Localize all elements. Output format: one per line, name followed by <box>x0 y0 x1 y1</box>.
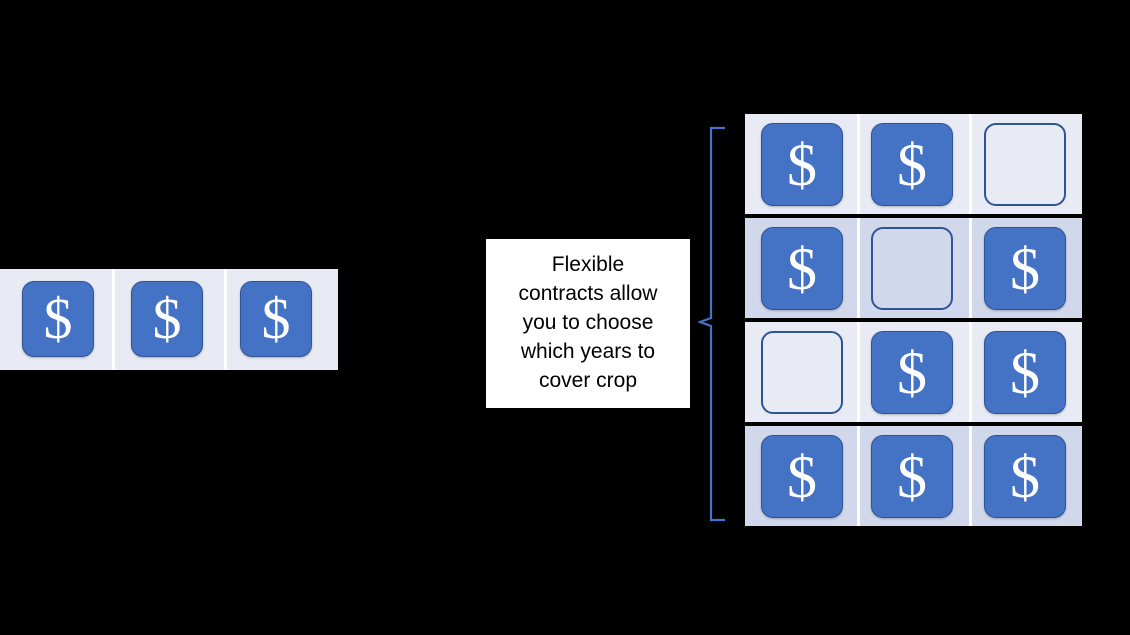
dollar-icon: $ <box>787 235 817 302</box>
payment-tile[interactable]: $ <box>22 281 94 357</box>
column-divider <box>969 218 972 318</box>
payment-tile[interactable]: $ <box>761 435 843 518</box>
payment-tile[interactable]: $ <box>871 123 953 206</box>
column-divider <box>969 322 972 422</box>
callout-text: Flexible contracts allow you to choose w… <box>518 253 658 392</box>
column-divider <box>857 426 860 526</box>
column-divider <box>857 114 860 214</box>
payment-tile[interactable]: $ <box>131 281 203 357</box>
payment-tile[interactable]: $ <box>761 123 843 206</box>
empty-tile[interactable] <box>871 227 953 310</box>
column-divider <box>857 322 860 422</box>
dollar-icon: $ <box>897 443 927 510</box>
callout-box: Flexible contracts allow you to choose w… <box>485 238 691 409</box>
dollar-icon: $ <box>787 443 817 510</box>
column-divider <box>969 426 972 526</box>
dollar-icon: $ <box>43 286 73 351</box>
empty-tile[interactable] <box>984 123 1066 206</box>
column-divider <box>857 218 860 318</box>
bracket-path <box>698 126 725 522</box>
column-divider <box>224 269 227 370</box>
grid-row: $ $ <box>745 216 1082 320</box>
payment-tile[interactable]: $ <box>871 435 953 518</box>
payment-tile[interactable]: $ <box>761 227 843 310</box>
column-divider <box>969 114 972 214</box>
flexible-contract-grid: $ $ $ $ <box>745 112 1082 530</box>
payment-tile[interactable]: $ <box>984 331 1066 414</box>
payment-tile[interactable]: $ <box>871 331 953 414</box>
dollar-icon: $ <box>897 339 927 406</box>
standard-contract-strip: $ $ $ <box>0 267 338 372</box>
grid-row: $ $ <box>745 112 1082 216</box>
empty-tile[interactable] <box>761 331 843 414</box>
dollar-icon: $ <box>1010 339 1040 406</box>
dollar-icon: $ <box>897 131 927 198</box>
payment-tile[interactable]: $ <box>984 435 1066 518</box>
dollar-icon: $ <box>152 286 182 351</box>
grid-row: $ $ $ <box>745 424 1082 528</box>
payment-tile[interactable]: $ <box>984 227 1066 310</box>
payment-tile[interactable]: $ <box>240 281 312 357</box>
dollar-icon: $ <box>1010 235 1040 302</box>
grid-row: $ $ <box>745 320 1082 424</box>
dollar-icon: $ <box>1010 443 1040 510</box>
grid-grouping-bracket <box>698 126 725 522</box>
column-divider <box>112 269 115 370</box>
dollar-icon: $ <box>261 286 291 351</box>
dollar-icon: $ <box>787 131 817 198</box>
